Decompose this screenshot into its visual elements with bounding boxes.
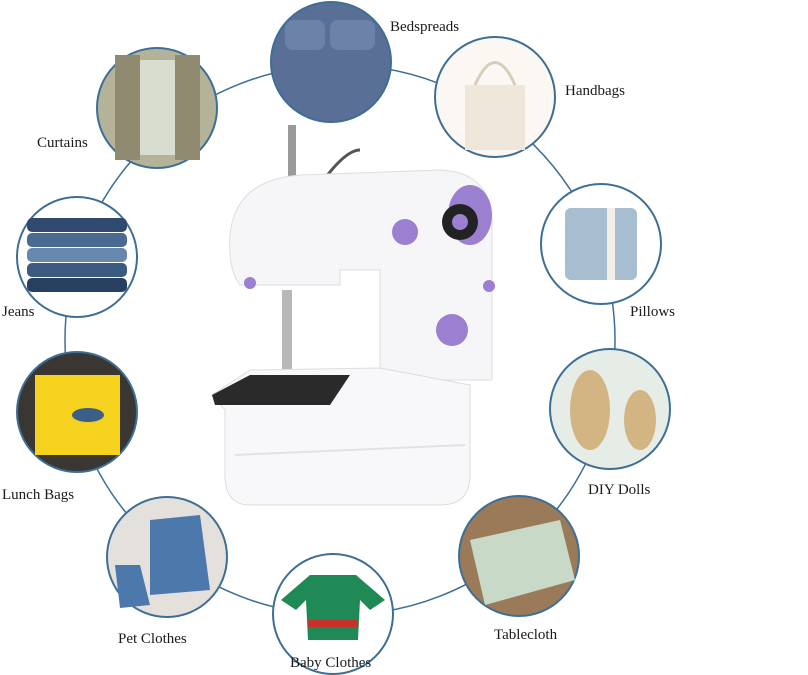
label-lunch-bags: Lunch Bags xyxy=(2,487,75,503)
pillows-image xyxy=(540,183,662,305)
label-bedspreads: Bedspreads xyxy=(390,19,460,35)
diy-dolls-image xyxy=(549,348,671,470)
curtains-image xyxy=(96,47,218,169)
label-handbags: Handbags xyxy=(565,83,625,99)
pet-clothes-image xyxy=(106,496,228,618)
handbags-image xyxy=(434,36,556,158)
baby-clothes-image xyxy=(272,553,394,675)
label-diy-dolls: DIY Dolls xyxy=(588,482,651,498)
label-jeans: Jeans xyxy=(2,304,35,320)
sewing-machine-image xyxy=(211,125,495,506)
label-baby-clothes: Baby Clothes xyxy=(290,655,372,671)
label-tablecloth: Tablecloth xyxy=(494,627,558,643)
tablecloth-image xyxy=(458,495,580,617)
label-pet-clothes: Pet Clothes xyxy=(118,631,187,647)
bedspreads-image xyxy=(270,1,392,123)
label-curtains: Curtains xyxy=(37,135,88,151)
jeans-image xyxy=(16,196,138,318)
lunch-bags-image xyxy=(16,351,138,473)
label-pillows: Pillows xyxy=(630,304,676,320)
